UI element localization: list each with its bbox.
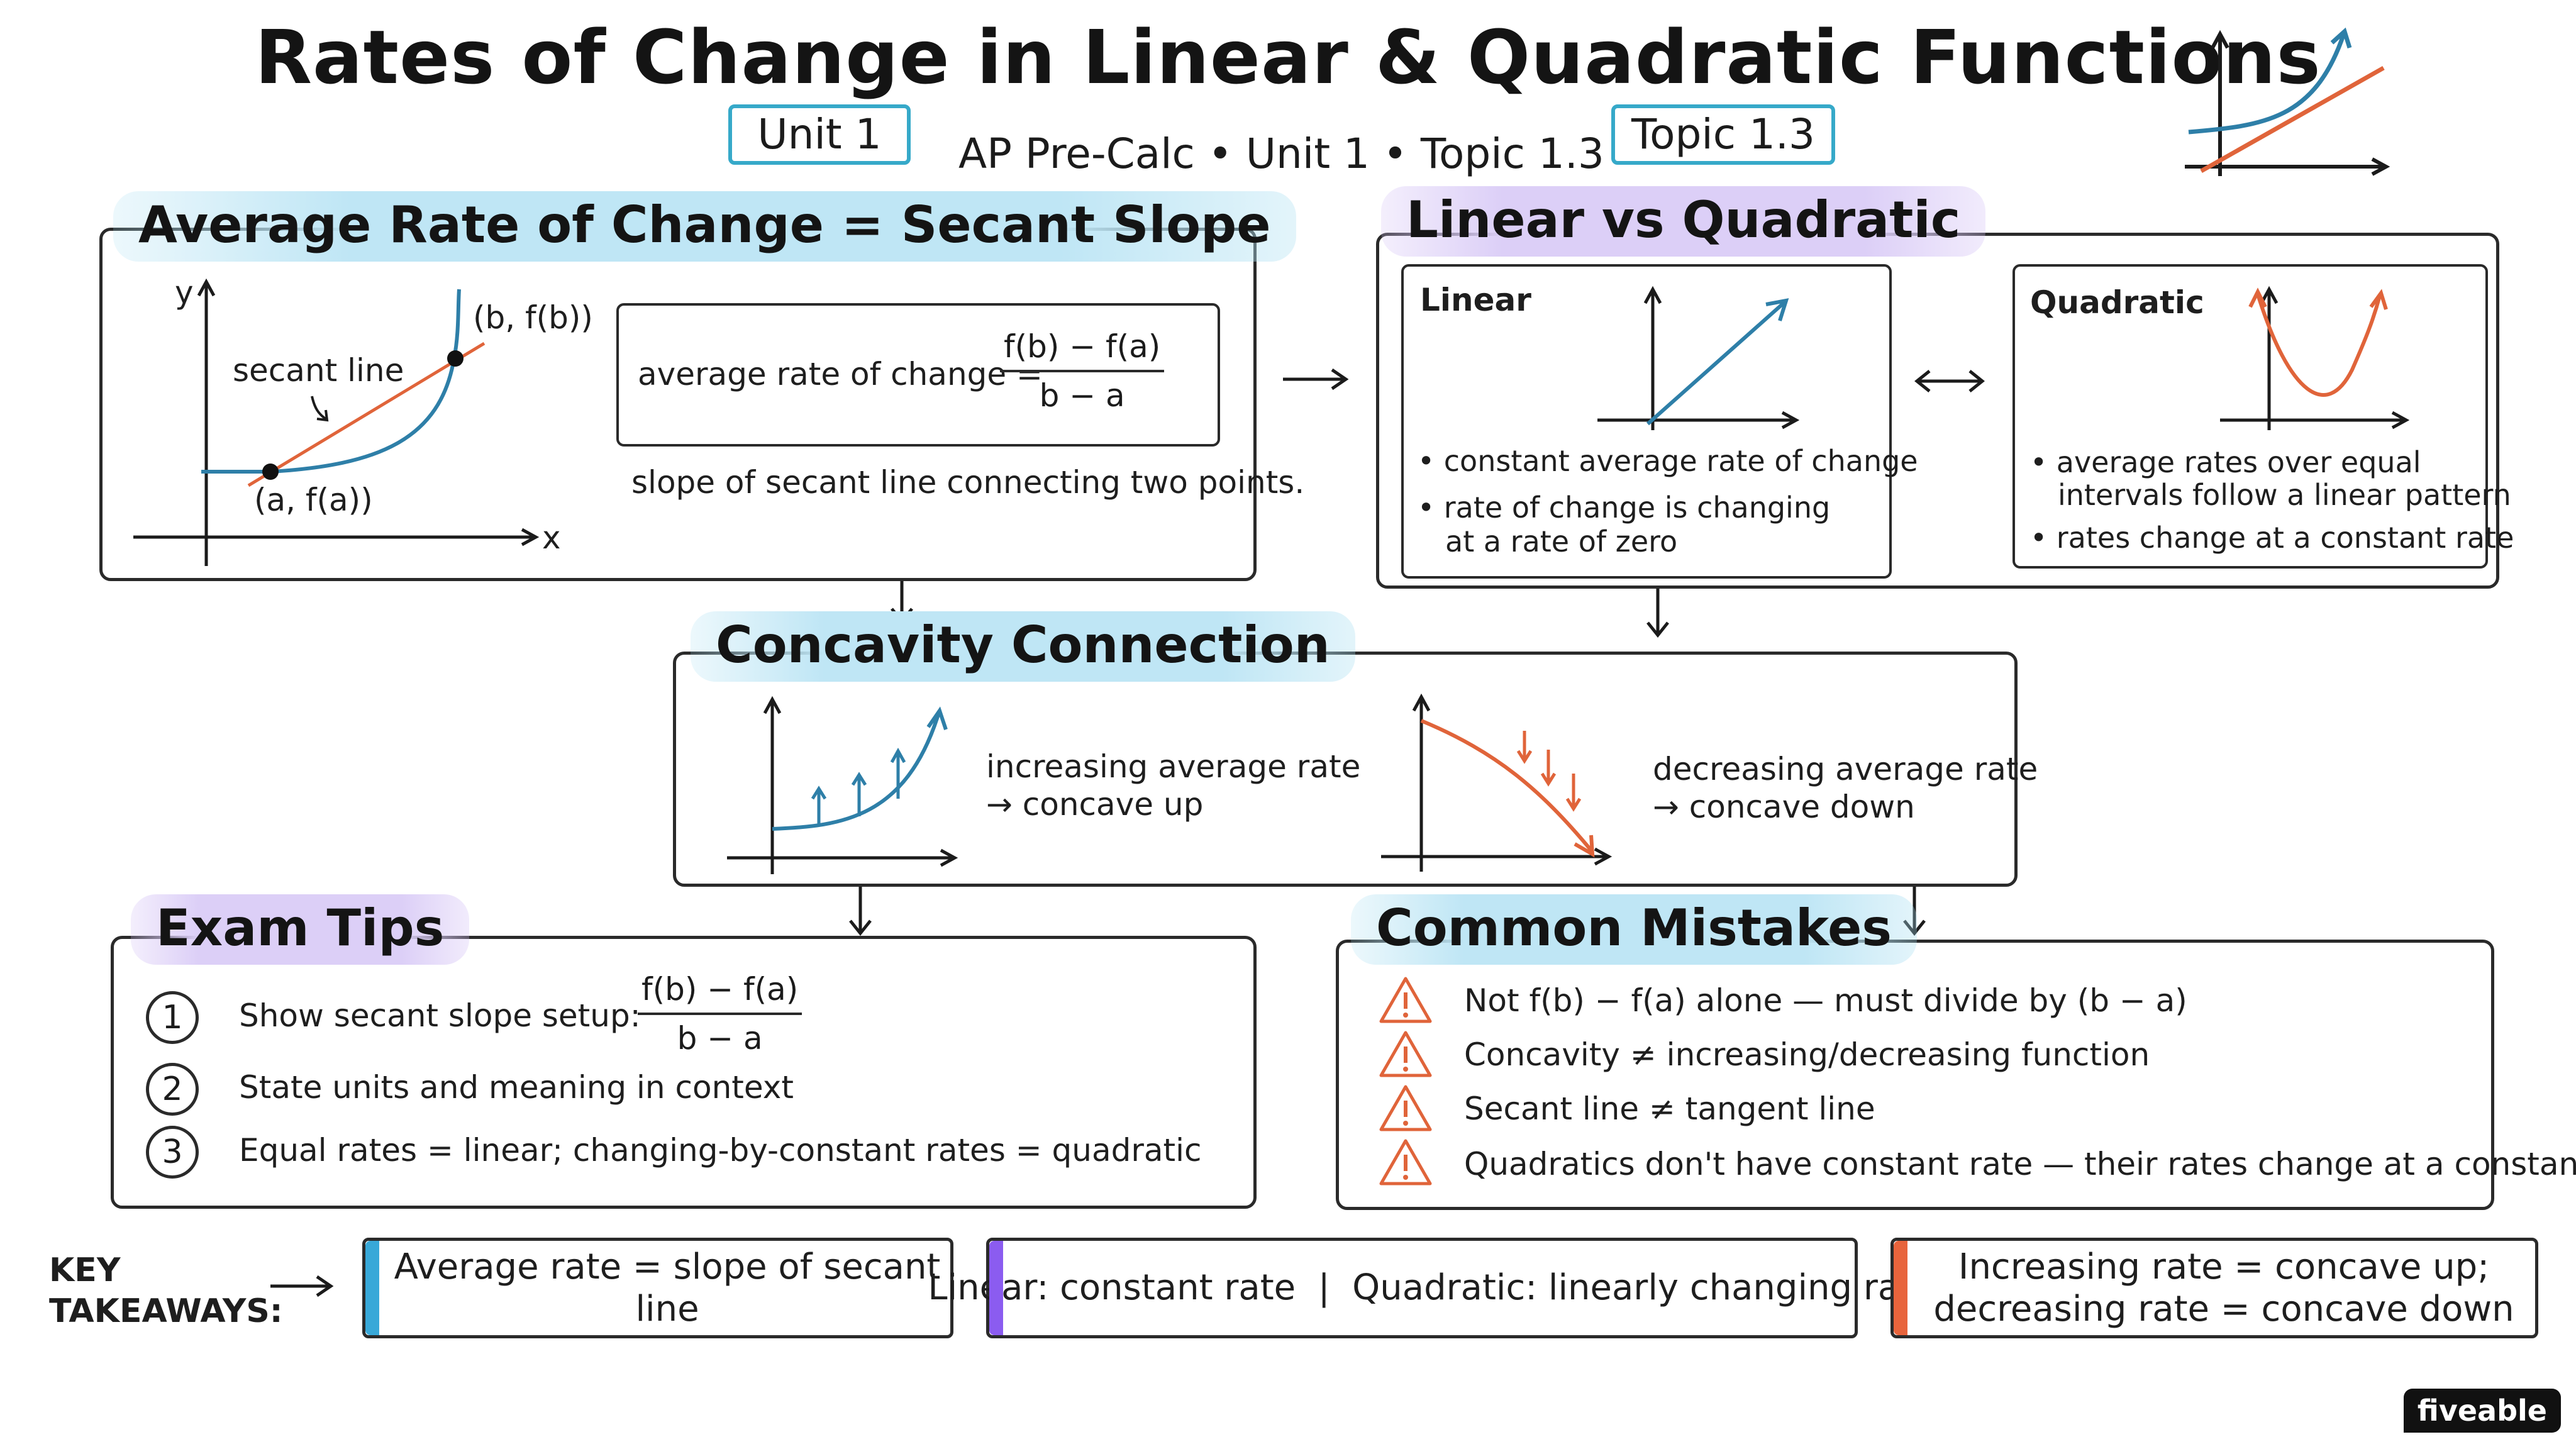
page-title: Rates of Change in Linear & Quadratic Fu… [255,14,2321,101]
formula-box [616,303,1220,447]
takeaway-1-text: Average rate = slope of secant line [394,1246,941,1330]
concave-down-graph [1381,693,1613,872]
formula-label: average rate of change = [638,356,1043,392]
brand-logo: fiveable [2403,1389,2561,1433]
secant-caption: slope of secant line connecting two poin… [631,464,1305,501]
takeaways-label-line1: KEY [49,1252,121,1289]
tip-number-1: 1 [146,991,199,1044]
concave-down-line2: → concave down [1653,789,1915,825]
formula-fraction: f(b) − f(a) b − a [1000,328,1165,414]
quadratic-title: Quadratic [2030,284,2204,321]
mistake-2: Concavity ≠ increasing/decreasing functi… [1464,1036,2150,1073]
mistake-1: Not f(b) − f(a) alone — must divide by (… [1464,982,2187,1019]
takeaway-3-line1: Increasing rate = concave up; [1958,1246,2490,1287]
page-subtitle: AP Pre-Calc • Unit 1 • Topic 1.3 [958,130,1604,178]
concave-down-line1: decreasing average rate [1653,751,2038,787]
secant-axis-y: y [175,274,194,311]
exam-tips-heading: Exam Tips [131,894,470,965]
topic-pill: Topic 1.3 [1611,104,1835,165]
mistake-3: Secant line ≠ tangent line [1464,1091,1875,1127]
quadratic-graph [2220,286,2410,430]
linear-bullet-2-text: rate of change is changing [1443,491,1831,525]
tip-fraction-numerator: f(b) − f(a) [638,971,802,1015]
tip-number-2: 2 [146,1063,199,1116]
right-arrow-icon [270,1275,334,1297]
secant-axis-x: x [542,519,561,556]
tip-text-3: Equal rates = linear; changing-by-consta… [239,1132,1202,1169]
unit-pill: Unit 1 [728,104,911,165]
takeaways-label-line2: TAKEAWAYS: [49,1292,283,1330]
secant-heading: Average Rate of Change = Secant Slope [113,191,1296,262]
point-b-label: (b, f(b)) [473,299,593,336]
quadratic-bullet-1-cont: intervals follow a linear pattern [2058,478,2511,512]
takeaway-3-line2: decreasing rate = concave down [1933,1289,2514,1330]
quadratic-bullet-1: • average rates over equal [2030,445,2421,479]
quadratic-bullet-2-text: rates change at a constant rate [2056,521,2514,555]
takeaway-3-accent [1894,1241,1907,1335]
linear-bullet-1: • constant average rate of change [1418,444,1918,478]
linear-bullet-2: • rate of change is changing [1418,491,1831,525]
takeaway-2-accent [989,1241,1003,1335]
linear-title: Linear [1420,282,1531,318]
tip-fraction-denominator: b − a [677,1020,763,1057]
takeaways-label: KEY TAKEAWAYS: [49,1250,283,1332]
warning-icon [1379,1031,1432,1077]
linear-card [1401,264,1892,579]
concave-up-graph [727,696,958,874]
concavity-heading: Concavity Connection [691,611,1355,682]
tip-text-2: State units and meaning in context [239,1069,794,1106]
mistake-4: Quadratics don't have constant rate — th… [1464,1146,2576,1182]
takeaway-card-2: Linear: constant rate | Quadratic: linea… [928,1238,1935,1338]
right-arrow-icon [1283,368,1349,391]
linear-bullet-2-cont: at a rate of zero [1445,525,1678,558]
quadratic-bullet-2: • rates change at a constant rate [2030,521,2514,555]
concave-up-line1: increasing average rate [986,748,1361,785]
down-arrow-icon [849,887,872,936]
takeaway-2-text: Linear: constant rate | Quadratic: linea… [928,1267,1935,1309]
warning-icon [1379,1085,1432,1131]
point-a-label: (a, f(a)) [254,482,373,518]
takeaway-1-accent [365,1241,379,1335]
secant-graph [133,278,540,566]
common-mistakes-heading: Common Mistakes [1351,894,1917,965]
double-arrow-icon [1914,370,1985,392]
takeaway-card-3: Increasing rate = concave up; decreasing… [1890,1238,2538,1338]
warning-icon [1379,1139,1432,1185]
warning-icon [1379,977,1432,1023]
formula-denominator: b − a [1039,377,1125,414]
formula-numerator: f(b) − f(a) [1000,328,1165,372]
quadratic-bullet-1-text: average rates over equal [2056,445,2421,479]
takeaway-card-1: Average rate = slope of secant line [362,1238,953,1338]
secant-line-label: secant line [233,352,404,389]
concave-up-line2: → concave up [986,786,1204,823]
linear-bullet-1-text: constant average rate of change [1443,444,1918,478]
tip-number-3: 3 [146,1126,199,1179]
tip-text-1: Show secant slope setup: [239,997,641,1034]
exam-tips-panel [111,936,1257,1209]
tip-fraction: f(b) − f(a) b − a [638,971,802,1057]
linear-vs-quadratic-heading: Linear vs Quadratic [1381,186,1986,257]
quadratic-card [2012,264,2488,569]
linear-graph [1597,286,1800,430]
header-graph-icon [2185,27,2390,176]
down-arrow-icon [1646,589,1669,638]
